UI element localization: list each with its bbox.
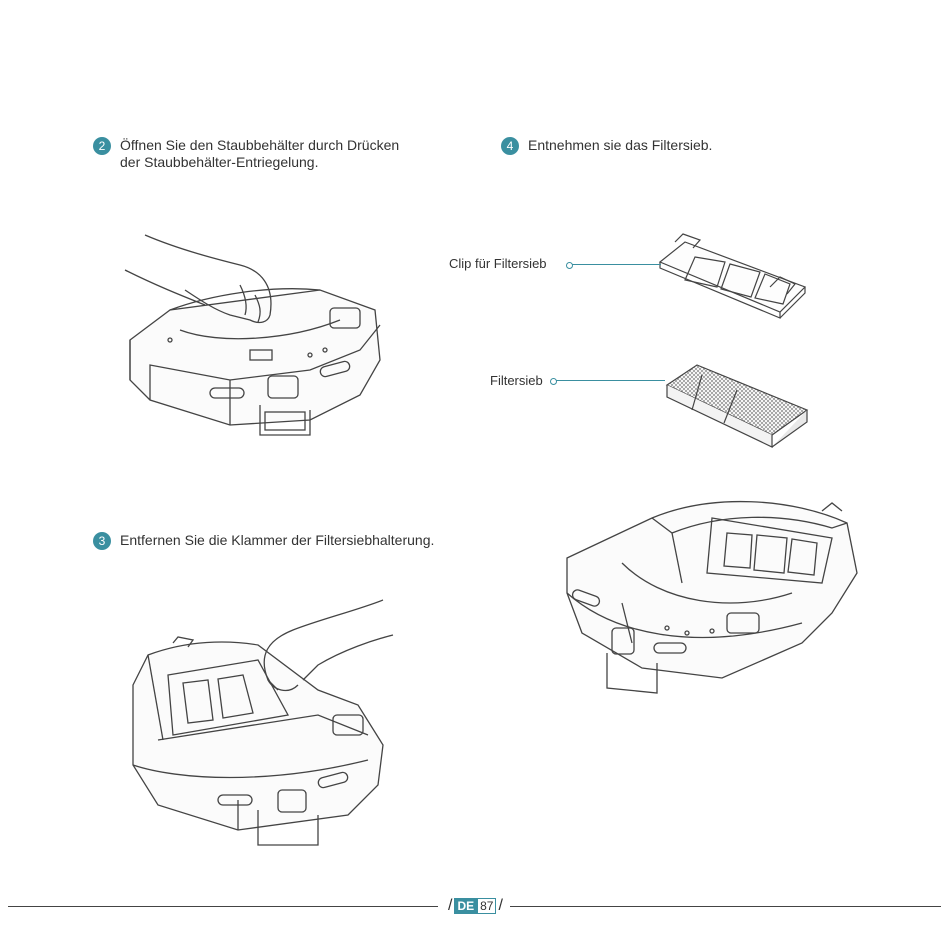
filter-screen-illustration	[662, 355, 812, 455]
step-4-instruction: 4 Entnehmen sie das Filtersieb.	[501, 137, 712, 155]
language-badge: DE	[454, 898, 477, 914]
step-number-badge: 2	[93, 137, 111, 155]
step-2-line-2: der Staubbehälter-Entriegelung.	[120, 154, 399, 171]
slash-icon: /	[448, 897, 452, 915]
footer-rule-right	[510, 906, 941, 907]
step-3-line-1: Entfernen Sie die Klammer der Filtersieb…	[120, 532, 434, 549]
filter-holder-clip-illustration	[118, 595, 398, 855]
filter-callout-label: Filtersieb	[490, 373, 543, 388]
page-number: / DE 87 /	[446, 897, 505, 915]
step-2-instruction: 2 Öffnen Sie den Staubbehälter durch Drü…	[93, 137, 399, 171]
step-number-badge: 4	[501, 137, 519, 155]
step-4-line-1: Entnehmen sie das Filtersieb.	[528, 137, 712, 154]
page-number-value: 87	[477, 898, 496, 914]
clip-callout-line	[569, 264, 661, 265]
slash-icon: /	[498, 897, 502, 915]
filter-clip-illustration	[655, 232, 815, 322]
dustbin-open-illustration	[110, 230, 390, 455]
footer-rule-left	[8, 906, 438, 907]
step-number-badge: 3	[93, 532, 111, 550]
open-dustbin-illustration	[562, 493, 862, 708]
clip-callout-label: Clip für Filtersieb	[449, 256, 547, 271]
step-2-line-1: Öffnen Sie den Staubbehälter durch Drück…	[120, 137, 399, 154]
step-3-instruction: 3 Entfernen Sie die Klammer der Filtersi…	[93, 532, 434, 550]
filter-callout-line	[553, 380, 665, 381]
